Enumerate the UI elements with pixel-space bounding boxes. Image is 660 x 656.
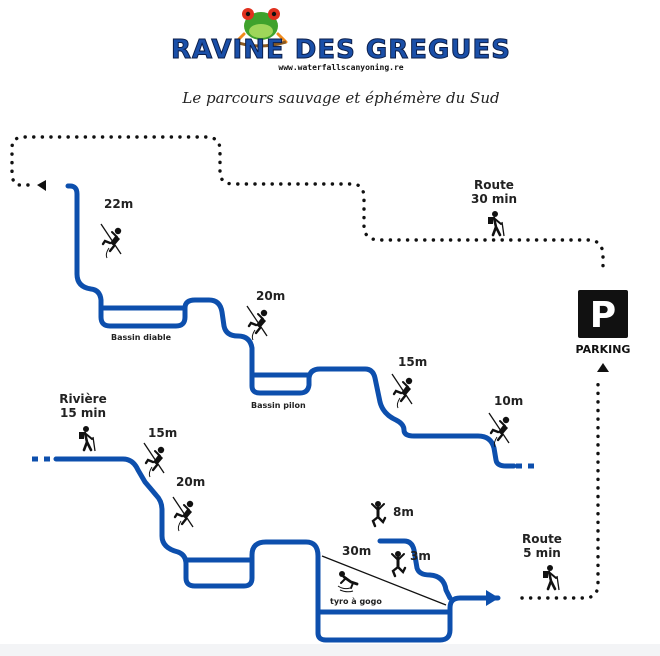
abseiler-icon [390, 372, 414, 410]
website-url: www.waterfallscanyoning.re [278, 62, 403, 72]
subtitle: Le parcours sauvage et éphémère du Sud [181, 89, 499, 107]
abseiler-icon [171, 495, 195, 533]
route-bottom-line2: 5 min [523, 546, 561, 560]
route-bottom-line1: Route [522, 532, 562, 546]
jump-label-2: 3m [410, 549, 431, 563]
rappel-label-2: 20m [256, 289, 285, 303]
page-title: RAVINE DES GREGUES [171, 35, 511, 65]
river-entry-line2: 15 min [60, 406, 106, 420]
exit-trail [520, 376, 600, 600]
river-entry-line1: Rivière [59, 392, 106, 406]
frog-logo-icon [234, 8, 288, 48]
bassin-diable-label: Bassin diable [111, 333, 172, 342]
up-arrow-icon [597, 363, 609, 372]
route-top-line2: 30 min [471, 192, 517, 206]
zipline [321, 555, 447, 606]
bassin-pilon-label: Bassin pilon [251, 401, 306, 410]
rappel-label-7: 30m [342, 544, 371, 558]
rappel-label-5: 15m [148, 426, 177, 440]
jump-channel [377, 538, 453, 601]
abseiler-icon [142, 441, 166, 479]
upper-river [65, 183, 517, 469]
river-flow-arrow-icon [486, 590, 499, 606]
rappel-label-1: 22m [104, 197, 133, 211]
tyro-label: tyro à gogo [330, 597, 382, 606]
jump-label-1: 8m [393, 505, 414, 519]
lower-river [53, 456, 501, 643]
hiker-icon [541, 563, 561, 592]
start-arrow-icon [37, 180, 46, 191]
hiker-icon [486, 209, 506, 238]
abseiler-icon [245, 304, 269, 342]
bottom-bar [0, 644, 660, 656]
abseiler-icon [99, 222, 123, 260]
rappel-label-3: 15m [398, 355, 427, 369]
hiker-icon [77, 424, 97, 453]
jumper-icon [390, 549, 407, 578]
parking-icon: P [578, 290, 628, 338]
parking-label: PARKING [576, 343, 631, 356]
parking-letter: P [590, 295, 616, 336]
slider-icon [336, 569, 359, 594]
rappel-label-4: 10m [494, 394, 523, 408]
rappel-label-6: 20m [176, 475, 205, 489]
route-top-line1: Route [474, 178, 514, 192]
jumper-icon [370, 499, 387, 528]
